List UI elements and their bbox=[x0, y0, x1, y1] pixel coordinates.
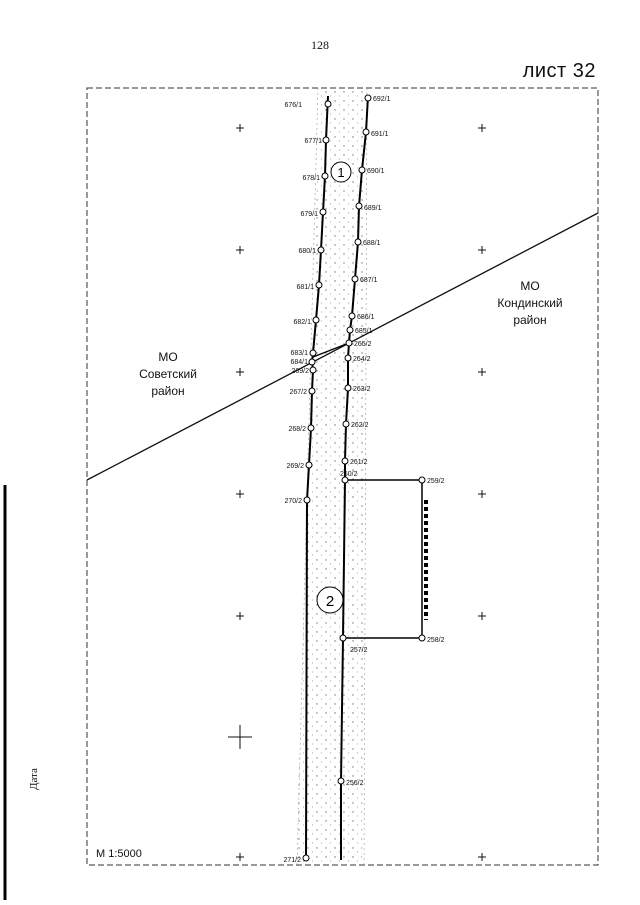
bypass-loop bbox=[343, 479, 428, 639]
corridor-band bbox=[296, 87, 368, 866]
point-label: 689/1 bbox=[364, 205, 382, 212]
section-marker-1-label: 1 bbox=[337, 165, 344, 180]
point-label: 269/2 bbox=[286, 463, 304, 470]
point-label: 265/2 bbox=[354, 341, 372, 348]
region-left-line2: Советский bbox=[139, 367, 197, 381]
section-marker-2-label: 2 bbox=[326, 593, 334, 610]
point-label: 256/2 bbox=[346, 780, 364, 787]
point-label: 686/1 bbox=[357, 314, 375, 321]
point-label: 262/2 bbox=[351, 422, 369, 429]
right-point-labels: 692/1 691/1 690/1 689/1 688/1 687/1 686/… bbox=[340, 96, 445, 787]
section-marker-2: 2 bbox=[316, 586, 344, 614]
region-left-line1: МО bbox=[158, 350, 177, 364]
right-point-markers bbox=[337, 94, 426, 785]
point-label: 270/2 bbox=[284, 498, 302, 505]
region-label-sovetsky: МО Советский район bbox=[139, 350, 197, 398]
point-label: 679/1 bbox=[300, 211, 318, 218]
connector-line bbox=[312, 342, 350, 358]
region-right-line2: Кондинский bbox=[497, 296, 562, 310]
region-right-line1: МО bbox=[520, 279, 539, 293]
left-point-markers bbox=[302, 100, 332, 862]
point-label: 688/1 bbox=[363, 240, 381, 247]
point-label: 271/2 bbox=[283, 857, 301, 864]
region-label-kondinsky: МО Кондинский район bbox=[497, 279, 562, 327]
region-right-line3: район bbox=[513, 313, 546, 327]
point-label: 261/2 bbox=[350, 459, 368, 466]
municipal-boundary-line bbox=[86, 212, 599, 481]
point-label: 678/1 bbox=[302, 175, 320, 182]
point-label: 682/1 bbox=[293, 319, 311, 326]
point-label: 267/2 bbox=[289, 389, 307, 396]
scale-label: М 1:5000 bbox=[96, 848, 142, 860]
point-label: 268/2 bbox=[288, 426, 306, 433]
point-label: 684/1 bbox=[290, 359, 308, 366]
point-label: 269/2 bbox=[291, 368, 309, 375]
sheet-label: лист 32 bbox=[522, 60, 596, 82]
region-left-line3: район bbox=[151, 384, 184, 398]
point-label: 258/2 bbox=[427, 637, 445, 644]
point-label: 681/1 bbox=[296, 284, 314, 291]
point-label: 687/1 bbox=[360, 277, 378, 284]
page-number: 128 bbox=[311, 38, 329, 52]
point-label: 685/1 bbox=[355, 328, 373, 335]
point-label: 680/1 bbox=[298, 248, 316, 255]
point-label: 257/2 bbox=[350, 647, 368, 654]
section-marker-1: 1 bbox=[330, 161, 352, 183]
point-label: 676/1 bbox=[284, 102, 302, 109]
left-point-labels: 676/1 677/1 678/1 679/1 680/1 681/1 682/… bbox=[283, 102, 322, 864]
point-label: 264/2 bbox=[353, 356, 371, 363]
grid-crosses bbox=[228, 124, 486, 861]
point-label: 263/2 bbox=[353, 386, 371, 393]
point-label: 260/2 bbox=[340, 471, 358, 478]
point-label: 677/1 bbox=[304, 138, 322, 145]
point-label: 692/1 bbox=[373, 96, 391, 103]
point-label: 259/2 bbox=[427, 478, 445, 485]
point-label: 683/1 bbox=[290, 350, 308, 357]
point-label: 690/1 bbox=[367, 168, 385, 175]
point-label: 691/1 bbox=[371, 131, 389, 138]
